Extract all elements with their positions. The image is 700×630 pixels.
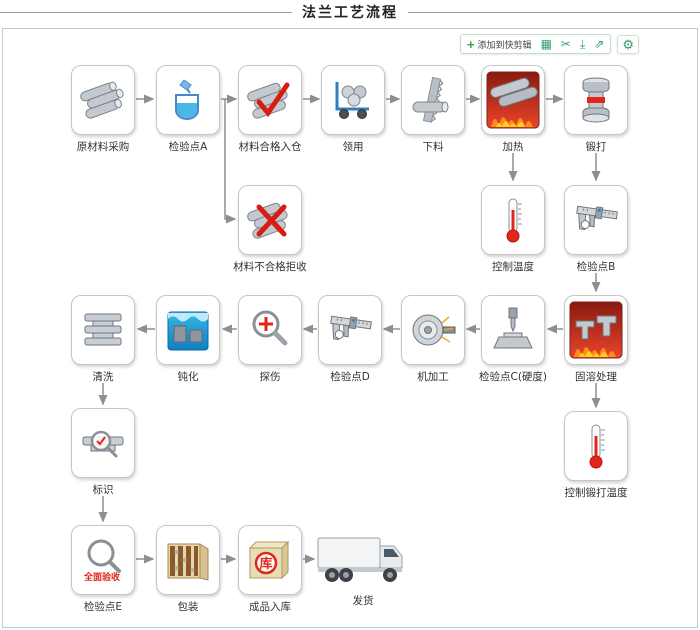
node-label: 材料不合格拒收 (233, 261, 307, 273)
node-label: 探伤 (259, 371, 281, 383)
node-label: 检验点D (330, 371, 370, 383)
download-icon[interactable]: ⤓ (579, 37, 586, 51)
wooden-crate-icon (156, 525, 220, 595)
share-icon[interactable]: ⇗ (594, 37, 605, 51)
node-packaging[interactable]: 包装 (140, 525, 236, 614)
node-label: 检验点A (168, 141, 208, 153)
node-inspection-e[interactable]: 全面验收 检验点E (55, 525, 151, 614)
node-flaw-detection[interactable]: 探伤 (222, 295, 318, 384)
node-heating[interactable]: 加热 (465, 65, 561, 154)
node-label: 清洗 (92, 371, 114, 383)
node-shipping[interactable]: 发货 (308, 527, 418, 608)
plus-icon: + (466, 36, 475, 52)
node-cleaning[interactable]: 清洗 (55, 295, 151, 384)
node-temperature-control[interactable]: 控制温度 (465, 185, 561, 274)
node-inspection-d[interactable]: 检验点D (302, 295, 398, 384)
node-material-rejected[interactable]: 材料不合格拒收 (222, 185, 318, 274)
caliper-icon (318, 295, 382, 365)
add-to-quick-clip-label: 添加到快剪辑 (477, 39, 532, 50)
node-label: 检验点C(硬度) (478, 371, 548, 383)
page-title: 法兰工艺流程 (302, 5, 398, 21)
flowchart-canvas: + 添加到快剪辑 ▦ ✂ ⤓ ⇗ ⚙ (2, 28, 698, 628)
forged-billet-icon (564, 65, 628, 135)
node-finished-goods-warehouse[interactable]: 库 成品入库 (222, 525, 318, 614)
node-inspection-a[interactable]: 检验点A (140, 65, 236, 154)
node-label: 成品入库 (249, 601, 291, 613)
settings-gear-icon[interactable]: ⚙ (617, 34, 639, 54)
flange-magnifier-icon (71, 408, 135, 478)
node-label: 控制温度 (492, 261, 534, 273)
lathe-disc-icon (401, 295, 465, 365)
title-rule-right (408, 11, 700, 13)
node-label: 机加工 (417, 371, 449, 383)
thermometer-icon (564, 411, 628, 481)
stacked-flanges-icon (71, 295, 135, 365)
node-passivation[interactable]: 钝化 (140, 295, 236, 384)
warehouse-stamp-icon: 库 (238, 525, 302, 595)
node-label: 检验点E (83, 601, 123, 613)
node-requisition[interactable]: 领用 (305, 65, 401, 154)
node-label: 材料合格入仓 (238, 141, 302, 153)
node-label: 下料 (422, 141, 444, 153)
quick-clip-toolbar: + 添加到快剪辑 ▦ ✂ ⤓ ⇗ ⚙ (459, 34, 639, 54)
node-forging[interactable]: 锻打 (548, 65, 644, 154)
caliper-icon (564, 185, 628, 255)
magnifier-cross-icon (238, 295, 302, 365)
image-grid-icon[interactable]: ▦ (540, 37, 552, 51)
warehouse-character: 库 (259, 556, 272, 572)
node-label: 固溶处理 (575, 371, 617, 383)
node-label: 钝化 (177, 371, 199, 383)
node-label: 控制锻打温度 (564, 487, 628, 499)
node-cutting[interactable]: 下料 (385, 65, 481, 154)
node-inspection-c-hardness[interactable]: 检验点C(硬度) (465, 295, 561, 384)
steel-pipes-icon (71, 65, 135, 135)
saw-blade-icon (401, 65, 465, 135)
node-marking[interactable]: 标识 (55, 408, 151, 497)
beaker-dropper-icon (156, 65, 220, 135)
hardness-tester-icon (481, 295, 545, 365)
furnace-fire-icon (481, 65, 545, 135)
node-machining[interactable]: 机加工 (385, 295, 481, 384)
pipes-cross-icon (238, 185, 302, 255)
node-forging-temperature-control[interactable]: 控制锻打温度 (548, 411, 644, 500)
furnace-flanges-icon (564, 295, 628, 365)
truck-icon (313, 527, 413, 589)
acceptance-text: 全面验收 (83, 571, 120, 583)
node-label: 领用 (342, 141, 364, 153)
node-label: 锻打 (585, 141, 607, 153)
node-label: 加热 (502, 141, 524, 153)
node-inspection-b[interactable]: 检验点B (548, 185, 644, 274)
thermometer-icon (481, 185, 545, 255)
node-material-qualified-in[interactable]: 材料合格入仓 (222, 65, 318, 154)
title-bar: 法兰工艺流程 (0, 0, 700, 24)
hand-cart-icon (321, 65, 385, 135)
pipes-checkmark-icon (238, 65, 302, 135)
node-label: 包装 (177, 601, 199, 613)
node-solution-treatment[interactable]: 固溶处理 (548, 295, 644, 384)
node-raw-material-purchase[interactable]: 原材料采购 (55, 65, 151, 154)
toolbar-group: + 添加到快剪辑 ▦ ✂ ⤓ ⇗ (459, 34, 612, 54)
liquid-tank-icon (156, 295, 220, 365)
node-label: 检验点B (576, 261, 616, 273)
title-rule-left (0, 11, 292, 13)
magnifier-acceptance-icon: 全面验收 (71, 525, 135, 595)
node-label: 原材料采购 (76, 141, 130, 153)
node-label: 标识 (92, 484, 114, 496)
scissors-icon[interactable]: ✂ (560, 37, 571, 51)
node-label: 发货 (352, 595, 374, 607)
add-to-quick-clip-button[interactable]: + 添加到快剪辑 (465, 38, 534, 51)
